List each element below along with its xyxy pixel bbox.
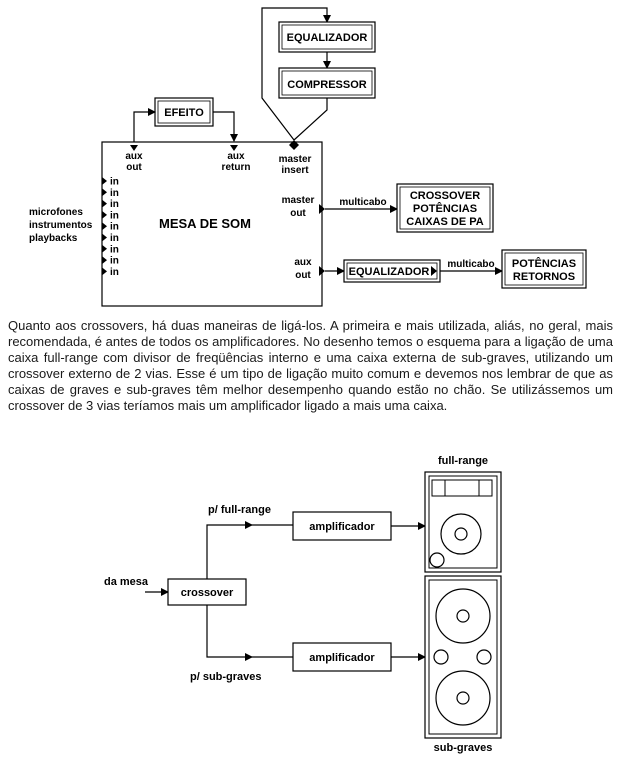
svg-text:insert: insert (281, 165, 309, 176)
input-port-label: in (110, 267, 119, 278)
input-port-label: in (110, 177, 119, 188)
input-port-label: in (110, 233, 119, 244)
input-port-label: in (110, 210, 119, 221)
efeito-label: EFEITO (164, 107, 204, 119)
svg-text:POTÊNCIAS: POTÊNCIAS (413, 202, 477, 215)
mixer-box (101, 141, 323, 307)
input-port-arrow (102, 188, 107, 197)
signal-flow-diagram: MESA DE SOM microfones instrumentos play… (29, 7, 587, 307)
input-labels: microfones instrumentos playbacks (29, 207, 93, 244)
amplificador-top-box (292, 511, 392, 541)
amplificador-bottom-box (292, 642, 392, 672)
crossover-paragraph: Quanto aos crossovers, há duas maneiras … (8, 318, 613, 413)
svg-text:playbacks: playbacks (29, 233, 78, 244)
svg-text:return: return (222, 162, 251, 173)
svg-text:amplificador: amplificador (309, 521, 375, 533)
input-port-arrow (102, 222, 107, 231)
svg-text:crossover: crossover (181, 587, 234, 599)
p-sub-graves-label: p/ sub-graves (190, 671, 262, 683)
svg-text:instrumentos: instrumentos (29, 220, 93, 231)
aux-out-label: aux (125, 151, 143, 162)
potencias-retornos-box (501, 249, 587, 289)
input-port-arrow (102, 233, 107, 242)
input-port-label: in (110, 256, 119, 267)
input-port-label: in (110, 199, 119, 210)
input-port-arrow (102, 256, 107, 265)
master-insert-label: master (279, 154, 312, 165)
sub-graves-speaker (424, 575, 502, 739)
svg-text:out: out (126, 162, 142, 173)
equalizador-top-box (278, 21, 376, 53)
svg-text:COMPRESSOR: COMPRESSOR (287, 79, 367, 91)
crossover-diagram: da mesa crossover p/ full-range amplific… (104, 455, 502, 754)
svg-text:POTÊNCIAS: POTÊNCIAS (512, 257, 576, 270)
p-full-range-label: p/ full-range (208, 504, 271, 516)
svg-text:CROSSOVER: CROSSOVER (410, 190, 480, 202)
efeito-box (154, 97, 214, 127)
svg-text:EQUALIZADOR: EQUALIZADOR (287, 32, 368, 44)
master-out-label: master (282, 195, 315, 206)
svg-text:EQUALIZADOR: EQUALIZADOR (349, 266, 430, 278)
input-port-arrow (102, 210, 107, 219)
crossover-potencias-box (396, 183, 494, 233)
input-port-arrow (102, 244, 107, 253)
svg-text:CAIXAS DE PA: CAIXAS DE PA (406, 216, 483, 228)
svg-text:amplificador: amplificador (309, 652, 375, 664)
multicabo-2-label: multicabo (447, 259, 494, 270)
multicabo-1-label: multicabo (339, 197, 386, 208)
input-port-label: in (110, 188, 119, 199)
full-range-speaker (424, 471, 502, 573)
full-range-label: full-range (438, 455, 488, 467)
da-mesa-label: da mesa (104, 576, 149, 588)
sub-graves-label: sub-graves (434, 742, 493, 754)
input-port-arrow (102, 177, 107, 185)
mixer-title: MESA DE SOM (159, 216, 251, 231)
aux-out-right-label: aux (294, 257, 312, 268)
master-insert-jack (289, 140, 299, 150)
input-port-label: in (110, 222, 119, 233)
aux-return-label: aux (227, 151, 245, 162)
input-port-arrow (102, 199, 107, 208)
svg-text:microfones: microfones (29, 207, 83, 218)
input-port-arrow (102, 267, 107, 276)
input-port-label: in (110, 244, 119, 255)
svg-text:out: out (290, 208, 306, 219)
svg-text:out: out (295, 270, 311, 281)
svg-text:RETORNOS: RETORNOS (513, 271, 575, 283)
